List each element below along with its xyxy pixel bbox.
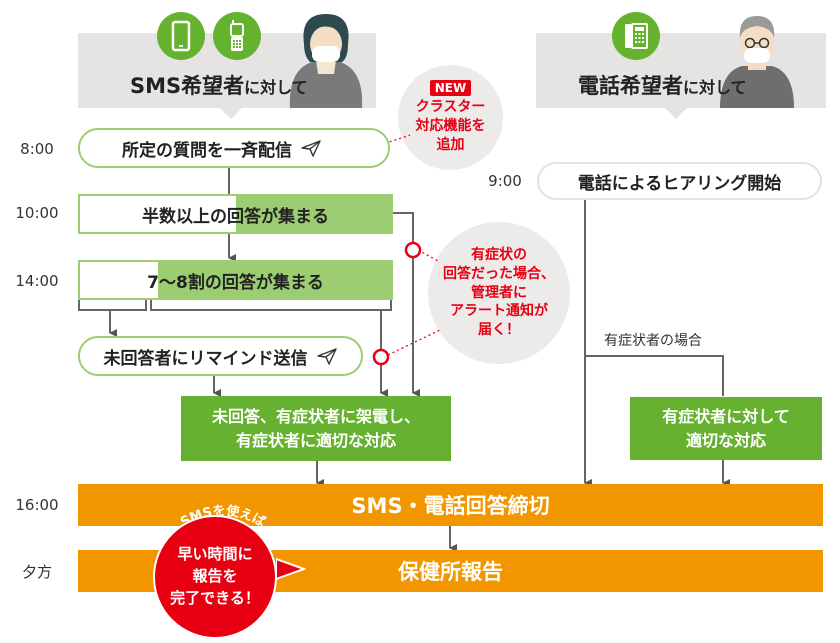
step-bulk-send: 所定の質問を一斉配信: [78, 128, 390, 168]
smartphone-icon: [157, 12, 205, 60]
new-feature-callout: NEW クラスター 対応機能を 追加: [398, 65, 503, 170]
phone-action-box: 有症状者に対して 適切な対応: [630, 397, 822, 460]
bracket-left: [78, 300, 147, 311]
sms-action-box: 未回答、有症状者に架電し、 有症状者に適切な対応: [181, 396, 451, 461]
step-send-reminder-label: 未回答者にリマインド送信: [103, 348, 308, 369]
step-half-responses: 半数以上の回答が集まる: [78, 194, 393, 234]
flip-phone-icon: [213, 12, 261, 60]
new-feature-line: 対応機能を: [415, 118, 486, 135]
new-badge: NEW: [429, 80, 472, 97]
alert-line: 管理者に: [471, 284, 527, 301]
connector-half-to-action: [393, 212, 420, 397]
alert-line: アラート通知が: [450, 303, 548, 320]
woman-with-mask-illustration: [282, 10, 370, 108]
sms-header-pointer: [220, 108, 242, 119]
progress-fill-half: [235, 196, 391, 232]
phone-header-title-suffix: に対して: [683, 78, 747, 97]
time-label-0800: 8:00: [20, 140, 54, 158]
phone-header-title: 電話希望者に対して: [578, 70, 747, 100]
sms-header-title-suffix: に対して: [244, 78, 308, 97]
phone-header-pointer: [665, 108, 687, 119]
phone-action-line: 適切な対応: [685, 430, 766, 450]
alert-marker-circle: [404, 241, 422, 259]
new-feature-line: 追加: [436, 136, 465, 153]
alert-line: 届く！: [478, 322, 520, 339]
step-most-responses: 7〜8割の回答が集まる: [78, 260, 393, 300]
time-label-1600: 16:00: [15, 496, 59, 514]
deadline-label: SMS・電話回答締切: [351, 494, 550, 518]
sms-action-line: 未回答、有症状者に架電し、: [211, 406, 420, 426]
dotted-pointer-alert-top: [417, 249, 441, 263]
sms-benefit-line: 早い時間に: [177, 545, 253, 564]
branch-label: 有症状者の場合: [604, 333, 702, 349]
step-phone-hearing-label: 電話によるヒアリング開始: [577, 173, 782, 194]
report-label: 保健所報告: [398, 560, 503, 584]
bracket-right: [150, 300, 392, 311]
alert-line: 回答だった場合、: [443, 265, 555, 282]
sms-action-line: 有症状者に適切な対応: [235, 430, 396, 450]
phone-header-title-main: 電話希望者: [578, 74, 683, 98]
sms-benefit-line: 完了できる！: [170, 588, 260, 607]
sms-header-title: SMS希望者に対して: [130, 70, 308, 100]
paper-plane-icon: [301, 140, 321, 157]
phone-action-line: 有症状者に対して: [662, 406, 790, 426]
time-label-0900: 9:00: [488, 172, 522, 190]
bubble-tail: [276, 557, 306, 581]
sms-benefit-callout: 早い時間に 報告を 完了できる！: [153, 515, 277, 639]
man-with-mask-illustration: [714, 10, 800, 108]
connector-phone-branch: [585, 355, 724, 396]
sms-header-title-main: SMS希望者: [130, 74, 245, 98]
paper-plane-icon: [316, 348, 337, 365]
time-label-evening: 夕方: [21, 563, 52, 581]
step-send-reminder: 未回答者にリマインド送信: [78, 336, 363, 376]
progress-fill-most: [157, 262, 391, 298]
time-label-1400: 14:00: [15, 272, 59, 290]
alert-marker-circle: [372, 348, 390, 366]
alert-callout: 有症状の 回答だった場合、 管理者に アラート通知が 届く！: [428, 222, 570, 364]
deadline-bar: SMS・電話回答締切: [78, 484, 823, 526]
new-feature-line: クラスター: [415, 99, 486, 116]
step-half-responses-label: 半数以上の回答が集まる: [142, 206, 329, 227]
alert-line: 有症状の: [471, 246, 527, 263]
step-phone-hearing: 電話によるヒアリング開始: [537, 162, 822, 200]
desk-phone-icon: [612, 12, 660, 60]
step-bulk-send-label: 所定の質問を一斉配信: [122, 140, 292, 161]
time-label-1000: 10:00: [15, 204, 59, 222]
sms-benefit-line: 報告を: [192, 567, 238, 586]
step-most-responses-label: 7〜8割の回答が集まる: [147, 272, 324, 293]
